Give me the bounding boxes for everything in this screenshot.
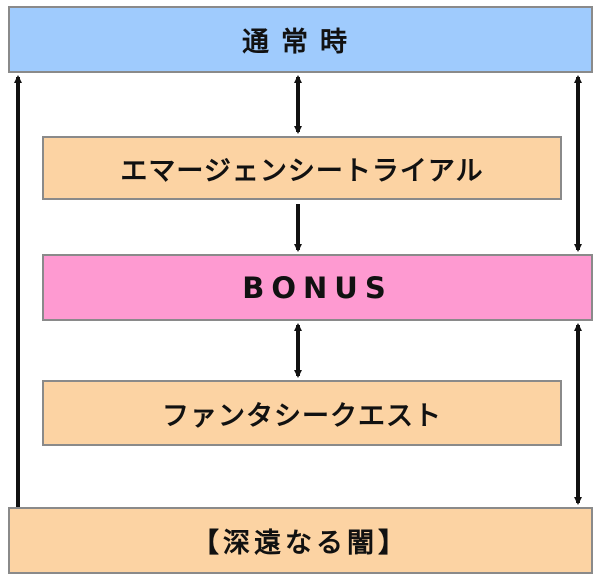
- node-abyss-label: 【深遠なる闇】: [192, 528, 409, 559]
- node-abyss: 【深遠なる闇】: [8, 507, 593, 574]
- node-bonus: BONUS: [42, 254, 593, 321]
- node-emergency-trial: エマージェンシートライアル: [42, 136, 562, 200]
- node-fantasy-quest: ファンタシークエスト: [42, 380, 562, 446]
- node-normal-mode-label: 通常時: [242, 27, 359, 58]
- node-normal-mode: 通常時: [8, 6, 593, 73]
- node-fantasy-quest-label: ファンタシークエスト: [162, 400, 442, 432]
- node-bonus-label: BONUS: [242, 270, 393, 305]
- node-emergency-trial-label: エマージェンシートライアル: [120, 155, 484, 187]
